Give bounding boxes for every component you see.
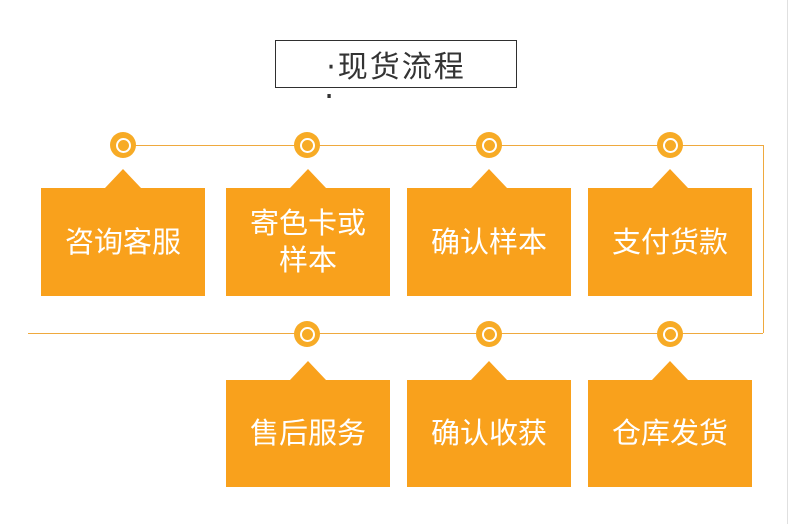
page-edge-line xyxy=(787,0,788,524)
step-box-confirm-receipt: 确认收获 xyxy=(407,380,571,487)
step-label: 售后服务 xyxy=(249,416,366,450)
step-box-warehouse-ship: 仓库发货 xyxy=(588,380,752,487)
timeline-node-7 xyxy=(657,321,683,347)
timeline-node-6 xyxy=(476,321,502,347)
step-box-confirm-sample: 确认样本 xyxy=(407,188,571,296)
title-box: ·现货流程 xyxy=(275,40,517,88)
step-box-send-color-card: 寄色卡或样本 xyxy=(226,188,390,296)
step-box-consult-service: 咨询客服 xyxy=(41,188,205,296)
stray-dot: · xyxy=(324,77,335,115)
connector-line-top xyxy=(123,145,763,146)
pointer-triangle-icon xyxy=(290,361,326,380)
step-label: 咨询客服 xyxy=(64,224,181,259)
pointer-triangle-icon xyxy=(652,361,688,380)
step-label: 确认收获 xyxy=(430,416,547,450)
step-box-after-sale-service: 售后服务 xyxy=(226,380,390,487)
timeline-node-3 xyxy=(476,132,502,158)
step-box-pay-for-goods: 支付货款 xyxy=(588,188,752,296)
step-label: 支付货款 xyxy=(611,224,728,259)
timeline-node-5 xyxy=(294,321,320,347)
timeline-node-2 xyxy=(294,132,320,158)
timeline-node-4 xyxy=(657,132,683,158)
step-label: 仓库发货 xyxy=(611,416,728,450)
connector-line-right xyxy=(763,145,764,333)
page-title: ·现货流程 xyxy=(326,50,466,85)
pointer-triangle-icon xyxy=(290,169,326,188)
step-label: 确认样本 xyxy=(430,224,547,259)
pointer-triangle-icon xyxy=(471,169,507,188)
pointer-triangle-icon xyxy=(471,361,507,380)
timeline-node-1 xyxy=(110,132,136,158)
step-label: 寄色卡或样本 xyxy=(249,206,366,277)
pointer-triangle-icon xyxy=(652,169,688,188)
connector-line-bottom xyxy=(28,333,763,334)
pointer-triangle-icon xyxy=(105,169,141,188)
